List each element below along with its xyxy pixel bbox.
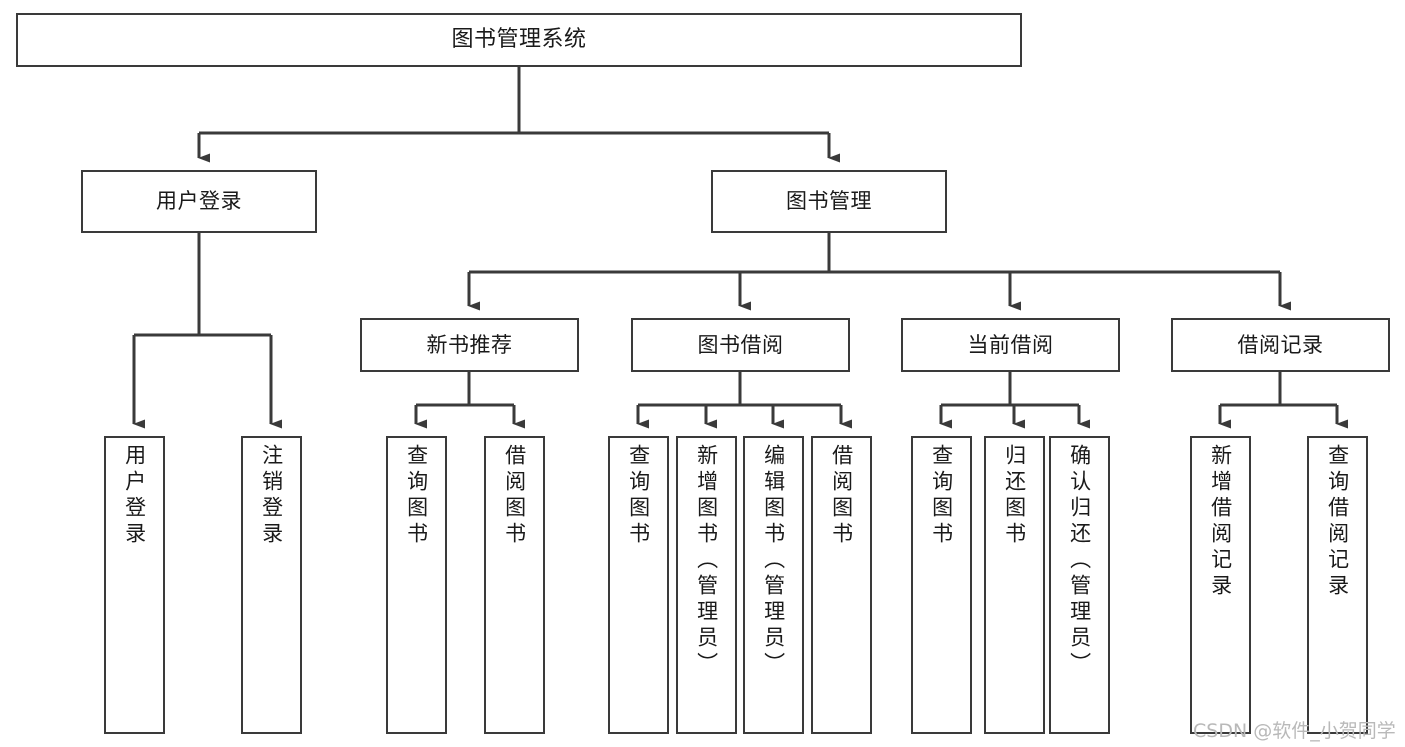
node-leaf-user-login[interactable]: 用户登录 bbox=[104, 436, 165, 734]
node-leaf-edit-book-admin[interactable]: 编辑图书（管理员） bbox=[743, 436, 804, 734]
node-label: 查询图书 bbox=[626, 444, 651, 548]
node-book-borrow[interactable]: 图书借阅 bbox=[631, 318, 850, 372]
node-user-login[interactable]: 用户登录 bbox=[81, 170, 317, 233]
node-label: 查询图书 bbox=[404, 444, 429, 548]
node-label: 确认归还（管理员） bbox=[1067, 444, 1092, 678]
node-borrow-record[interactable]: 借阅记录 bbox=[1171, 318, 1390, 372]
node-label: 借阅记录 bbox=[1237, 332, 1324, 357]
node-leaf-borrow-book-rec[interactable]: 借阅图书 bbox=[484, 436, 545, 734]
node-label: 新增借阅记录 bbox=[1208, 444, 1233, 600]
node-leaf-borrow-book[interactable]: 借阅图书 bbox=[811, 436, 872, 734]
node-label: 新书推荐 bbox=[426, 332, 513, 357]
node-leaf-query-book-rec[interactable]: 查询图书 bbox=[386, 436, 447, 734]
node-leaf-query-book-borrow[interactable]: 查询图书 bbox=[608, 436, 669, 734]
node-label: 新增图书（管理员） bbox=[694, 444, 719, 678]
node-label: 用户登录 bbox=[156, 189, 242, 214]
node-label: 图书管理 bbox=[786, 189, 872, 214]
node-label: 查询借阅记录 bbox=[1325, 444, 1350, 600]
node-label: 用户登录 bbox=[122, 444, 147, 548]
node-label: 当前借阅 bbox=[967, 332, 1054, 357]
node-new-book-recommend[interactable]: 新书推荐 bbox=[360, 318, 579, 372]
node-label: 注销登录 bbox=[259, 444, 284, 548]
node-leaf-add-borrow-record[interactable]: 新增借阅记录 bbox=[1190, 436, 1251, 734]
node-root[interactable]: 图书管理系统 bbox=[16, 13, 1022, 67]
node-leaf-return-book[interactable]: 归还图书 bbox=[984, 436, 1045, 734]
node-label: 图书管理系统 bbox=[451, 27, 587, 53]
node-leaf-confirm-return-admin[interactable]: 确认归还（管理员） bbox=[1049, 436, 1110, 734]
node-book-manage[interactable]: 图书管理 bbox=[711, 170, 947, 233]
node-current-borrow[interactable]: 当前借阅 bbox=[901, 318, 1120, 372]
node-leaf-logout-login[interactable]: 注销登录 bbox=[241, 436, 302, 734]
node-leaf-query-borrow-record[interactable]: 查询借阅记录 bbox=[1307, 436, 1368, 734]
node-label: 借阅图书 bbox=[502, 444, 527, 548]
node-leaf-query-book-cur[interactable]: 查询图书 bbox=[911, 436, 972, 734]
node-label: 查询图书 bbox=[929, 444, 954, 548]
node-label: 归还图书 bbox=[1002, 444, 1027, 548]
node-label: 编辑图书（管理员） bbox=[761, 444, 786, 678]
node-leaf-add-book-admin[interactable]: 新增图书（管理员） bbox=[676, 436, 737, 734]
node-label: 借阅图书 bbox=[829, 444, 854, 548]
node-label: 图书借阅 bbox=[697, 332, 784, 357]
